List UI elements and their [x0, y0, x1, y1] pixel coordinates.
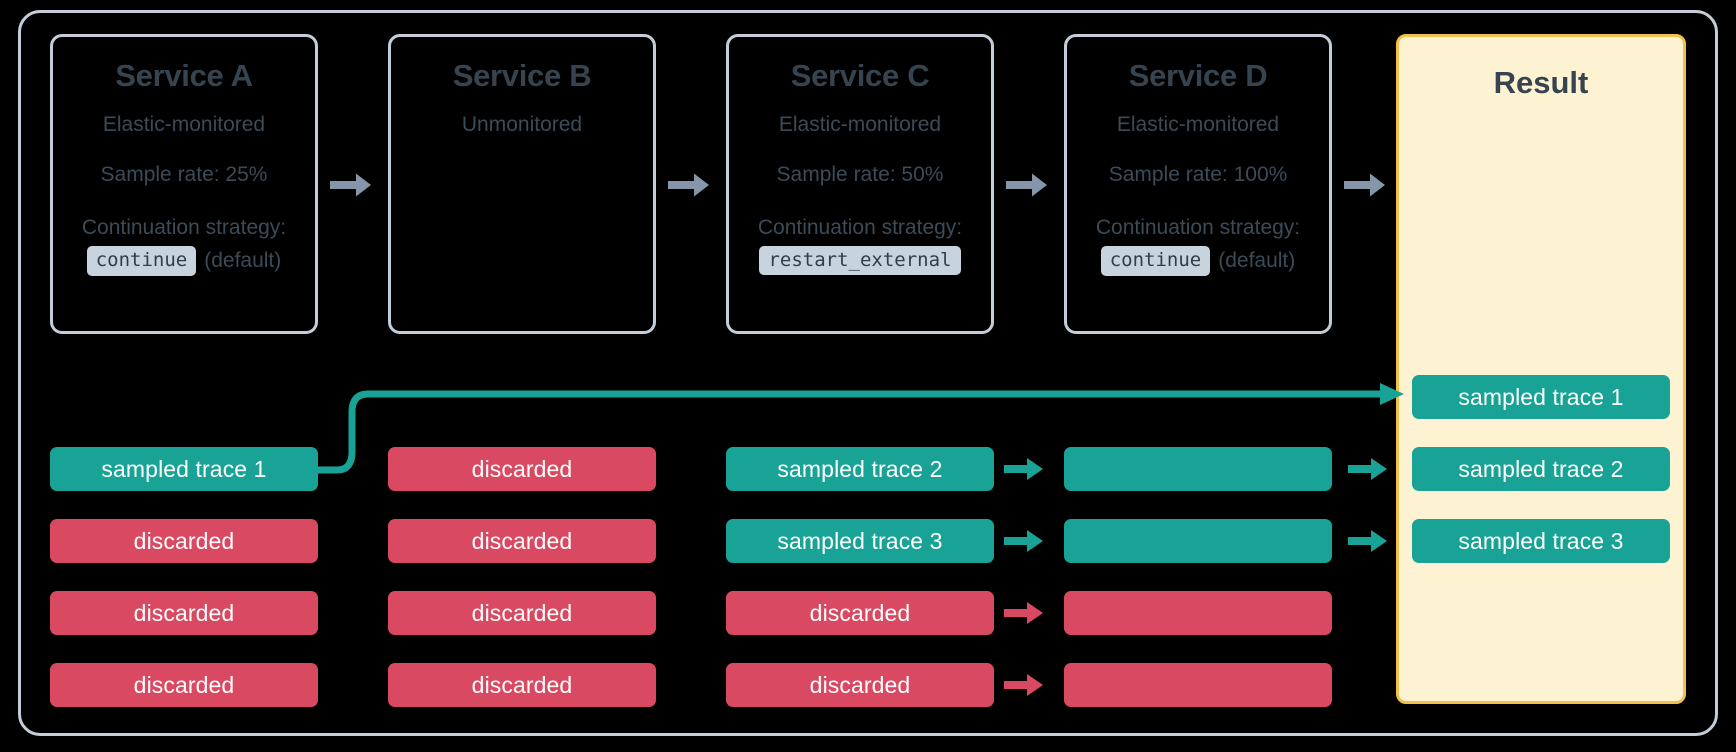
list-item: sampled trace 2 [726, 447, 994, 491]
list-item: sampled trace 1 [50, 447, 318, 491]
list-item: discarded [50, 591, 318, 635]
list-item [1064, 591, 1332, 635]
service-monitoring-status: Elastic-monitored [102, 113, 266, 137]
result-panel-title: Result [1493, 65, 1589, 100]
strategy-value-row: continue (default) [82, 245, 286, 276]
strategy-label-text: Continuation strategy: [81, 216, 287, 240]
service-title: Service A [115, 58, 253, 93]
arrow-row-c-to-d-sampled-icon [1004, 530, 1043, 552]
arrow-service-d-to-result-icon [1344, 173, 1385, 197]
strategy-default-note: (default) [1218, 248, 1296, 272]
strategy-code-badge: restart_external [759, 245, 961, 276]
service-continuation-strategy-label: Continuation strategy: continue (default… [1096, 213, 1300, 276]
service-monitoring-status: Elastic-monitored [1116, 113, 1280, 137]
list-item [1064, 447, 1332, 491]
list-item: discarded [50, 663, 318, 707]
service-title: Service B [452, 58, 592, 93]
service-title: Service D [1128, 58, 1268, 93]
arrow-service-b-to-c-icon [668, 173, 709, 197]
diagram-outer-frame [18, 10, 1718, 736]
list-item: discarded [388, 447, 656, 491]
list-item: discarded [388, 591, 656, 635]
list-item: discarded [50, 519, 318, 563]
strategy-code-badge: continue [1100, 245, 1211, 276]
service-monitoring-status: Elastic-monitored [778, 113, 942, 137]
service-card-d: Service D Elastic-monitored Sample rate:… [1064, 34, 1332, 334]
list-item: discarded [388, 663, 656, 707]
service-sample-rate: Sample rate: 25% [100, 163, 268, 187]
strategy-label-text: Continuation strategy: [1095, 216, 1301, 240]
service-sample-rate: Sample rate: 50% [776, 163, 944, 187]
list-item: discarded [388, 519, 656, 563]
service-continuation-strategy-label: Continuation strategy: restart_external [757, 213, 963, 276]
result-list-item: sampled trace 2 [1412, 447, 1670, 491]
service-card-a: Service A Elastic-monitored Sample rate:… [50, 34, 318, 334]
service-monitoring-status: Unmonitored [461, 113, 583, 137]
service-sample-rate: Sample rate: 100% [1108, 163, 1288, 187]
strategy-code-badge: continue [86, 245, 197, 276]
strategy-value-row: restart_external [758, 245, 962, 276]
service-card-b: Service B Unmonitored [388, 34, 656, 334]
list-item [1064, 519, 1332, 563]
strategy-value-row: continue (default) [1096, 245, 1300, 276]
result-panel: Result [1396, 34, 1686, 704]
list-item: sampled trace 3 [726, 519, 994, 563]
arrow-row-c-to-d-sampled-icon [1004, 458, 1043, 480]
arrow-row-d-to-result-sampled-icon [1348, 530, 1387, 552]
service-card-c: Service C Elastic-monitored Sample rate:… [726, 34, 994, 334]
service-continuation-strategy-label: Continuation strategy: continue (default… [82, 213, 286, 276]
strategy-default-note: (default) [204, 248, 282, 272]
arrow-row-d-to-result-sampled-icon [1348, 458, 1387, 480]
result-list-item: sampled trace 1 [1412, 375, 1670, 419]
list-item [1064, 663, 1332, 707]
result-list-item: sampled trace 3 [1412, 519, 1670, 563]
service-title: Service C [790, 58, 930, 93]
strategy-label-text: Continuation strategy: [757, 216, 963, 240]
arrow-service-a-to-b-icon [330, 173, 371, 197]
list-item: discarded [726, 591, 994, 635]
arrow-service-c-to-d-icon [1006, 173, 1047, 197]
arrow-row-c-to-d-discarded-icon [1004, 674, 1043, 696]
arrow-row-c-to-d-discarded-icon [1004, 602, 1043, 624]
list-item: discarded [726, 663, 994, 707]
